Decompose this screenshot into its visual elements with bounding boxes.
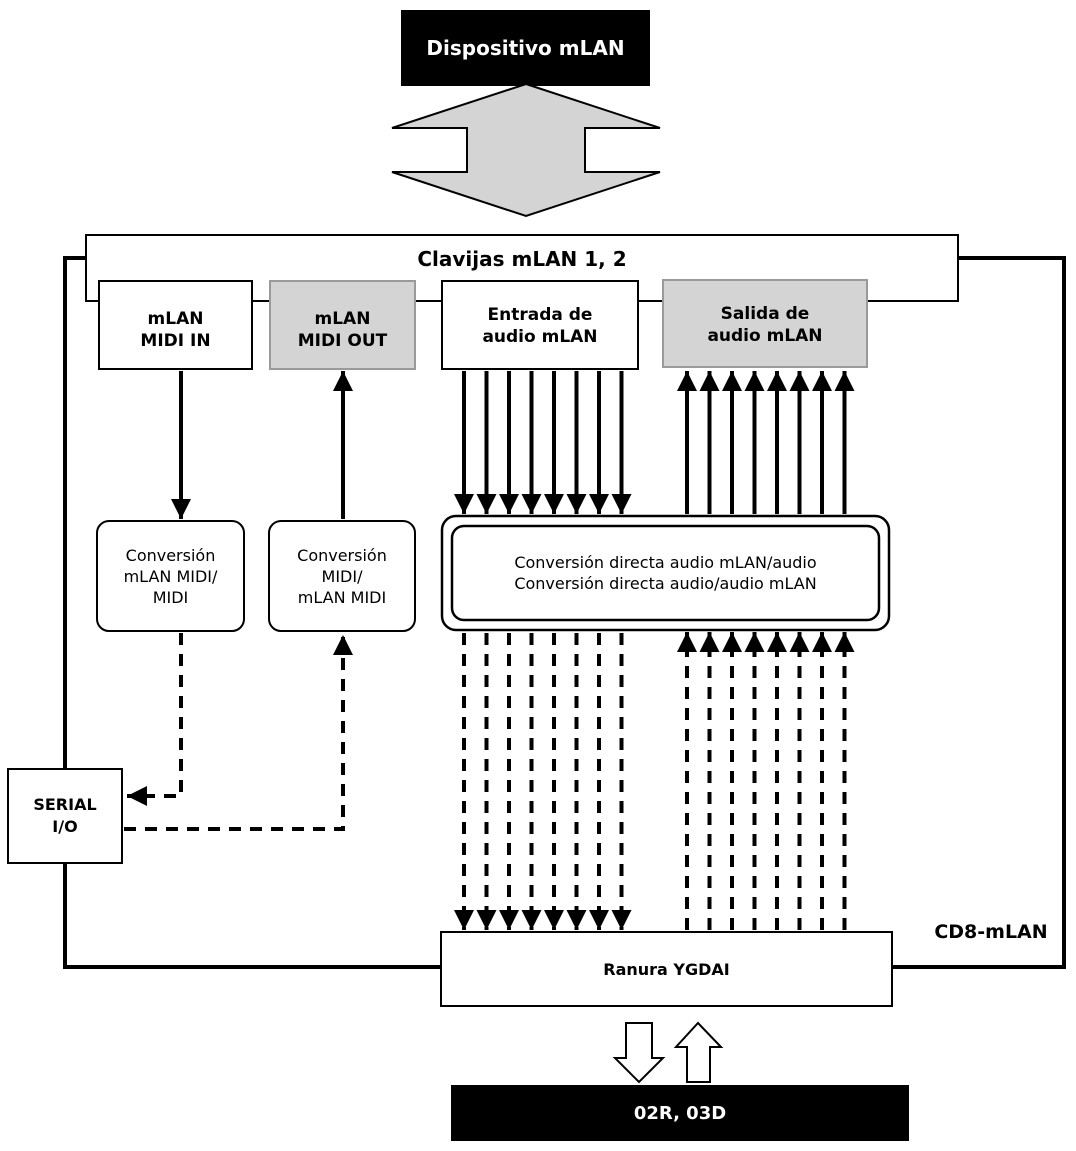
card-name-label: CD8-mLAN	[934, 921, 1048, 943]
audio-in-box	[441, 280, 639, 370]
audio-out-label: Salida de audio mLAN	[707, 304, 823, 346]
audio-in-arrows	[454, 371, 632, 514]
conv-midi-in-label: Conversión mLAN MIDI/ MIDI	[123, 545, 218, 607]
midi-in-to-serial-dashed	[127, 633, 183, 806]
slot-input-hollow-arrow	[673, 1021, 724, 1083]
slot-output-hollow-arrow	[612, 1022, 666, 1084]
conv-midi-in-box	[96, 520, 245, 632]
midi-out-box	[269, 280, 416, 370]
slot-box	[440, 931, 893, 1007]
mlan-bidirectional-arrow	[391, 82, 661, 218]
conv-audio-inner-box	[450, 524, 881, 622]
serial-to-midi-out-dashed	[124, 635, 353, 831]
slot-to-audio-dashed-arrows	[677, 632, 855, 930]
audio-in-label: Entrada de audio mLAN	[482, 305, 598, 347]
serial-io-box	[7, 768, 123, 864]
slot-label: Ranura YGDAI	[603, 959, 730, 979]
audio-to-slot-dashed-arrows	[454, 633, 632, 930]
midi-in-label: mLAN MIDI IN	[140, 308, 211, 351]
midi-out-label: mLAN MIDI OUT	[297, 308, 388, 351]
serial-io-label: SERIAL I/O	[33, 795, 97, 836]
midi-in-box	[98, 280, 253, 370]
bottom-device-label: 02R, 03D	[633, 1102, 727, 1124]
conv-audio-label: Conversión directa audio mLAN/audio Conv…	[514, 553, 817, 593]
jacks-label: Clavijas mLAN 1, 2	[417, 247, 627, 271]
top-device-label: Dispositivo mLAN	[426, 36, 625, 60]
audio-out-box	[662, 279, 868, 368]
conv-midi-out-box	[268, 520, 416, 632]
top-device-box	[401, 10, 650, 86]
conv-midi-out-label: Conversión MIDI/ mLAN MIDI	[297, 545, 387, 607]
bottom-device-box	[451, 1085, 909, 1141]
audio-out-arrows	[677, 371, 855, 514]
